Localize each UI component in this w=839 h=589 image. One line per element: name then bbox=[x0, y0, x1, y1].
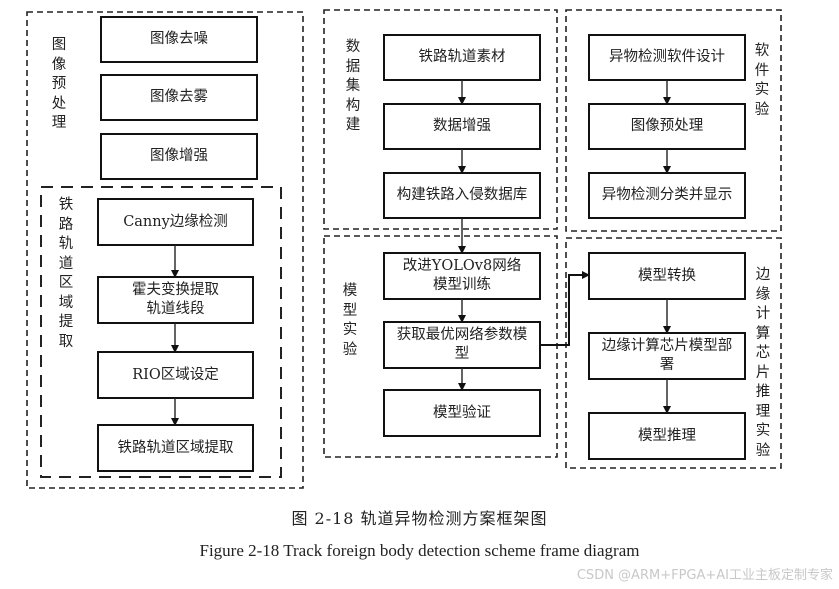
group-label-dataset: 数据集构建 bbox=[345, 39, 361, 133]
frame-preprocess bbox=[26, 11, 304, 489]
step-software-design: 异物检测软件设计 bbox=[609, 49, 725, 65]
box-enhance bbox=[100, 133, 258, 180]
box-software-design bbox=[588, 34, 746, 81]
group-label-edge-exp: 边缘计算芯片推理实验 bbox=[755, 267, 771, 459]
group-label-software-exp: 软件实验 bbox=[754, 43, 770, 118]
box-roi bbox=[97, 351, 254, 399]
step-hough: 霍夫变换提取 轨道线段 bbox=[132, 282, 219, 317]
box-classify-display bbox=[588, 172, 746, 219]
step-build-db: 构建铁路入侵数据库 bbox=[396, 187, 528, 203]
step-track-extract: 铁路轨道区域提取 bbox=[117, 439, 234, 456]
step-deploy: 边缘计算芯片模型部 署 bbox=[601, 338, 733, 373]
box-train bbox=[383, 252, 541, 300]
box-track-material bbox=[383, 34, 541, 81]
box-dehaze bbox=[100, 74, 258, 121]
step-inference: 模型推理 bbox=[638, 427, 696, 444]
box-build-db bbox=[383, 172, 541, 219]
frame-model-exp bbox=[323, 235, 558, 458]
box-denoise bbox=[100, 16, 258, 63]
step-validate: 模型验证 bbox=[433, 404, 491, 421]
step-classify-display: 异物检测分类并显示 bbox=[601, 187, 733, 203]
step-best-model: 获取最优网络参数模 型 bbox=[396, 327, 528, 362]
step-sw-preprocess: 图像预处理 bbox=[630, 118, 704, 134]
box-data-augment bbox=[383, 103, 541, 150]
frame-track-region bbox=[40, 186, 282, 478]
box-deploy bbox=[588, 332, 746, 380]
step-track-material: 铁路轨道素材 bbox=[418, 49, 506, 65]
group-label-model-exp: 模型实验 bbox=[342, 283, 358, 358]
step-model-convert: 模型转换 bbox=[638, 267, 696, 284]
box-canny bbox=[97, 198, 254, 246]
caption-chinese: 图 2-18 轨道异物检测方案框架图 bbox=[291, 509, 548, 528]
caption-english: Figure 2-18 Track foreign body detection… bbox=[199, 541, 640, 560]
step-roi: RIO区域设定 bbox=[132, 366, 219, 383]
group-label-track-region: 铁路轨道区域提取 bbox=[58, 197, 74, 350]
box-track-extract bbox=[97, 424, 254, 472]
arrow-best-to-convert bbox=[540, 271, 590, 346]
frame-edge-exp bbox=[565, 237, 782, 469]
step-dehaze: 图像去雾 bbox=[150, 89, 208, 105]
box-inference bbox=[588, 412, 746, 460]
group-label-preprocess: 图像预处理 bbox=[51, 37, 67, 131]
step-denoise: 图像去噪 bbox=[150, 31, 208, 47]
step-canny: Canny边缘检测 bbox=[123, 213, 228, 230]
frame-software-exp bbox=[565, 9, 782, 232]
step-data-augment: 数据增强 bbox=[433, 118, 491, 134]
frame-dataset bbox=[323, 9, 558, 230]
watermark: CSDN @ARM+FPGA+AI工业主板定制专家 bbox=[576, 568, 833, 583]
step-enhance: 图像增强 bbox=[150, 148, 208, 164]
box-best-model bbox=[383, 321, 541, 369]
box-hough bbox=[97, 276, 254, 324]
step-train: 改进YOLOv8网络 模型训练 bbox=[402, 258, 522, 293]
